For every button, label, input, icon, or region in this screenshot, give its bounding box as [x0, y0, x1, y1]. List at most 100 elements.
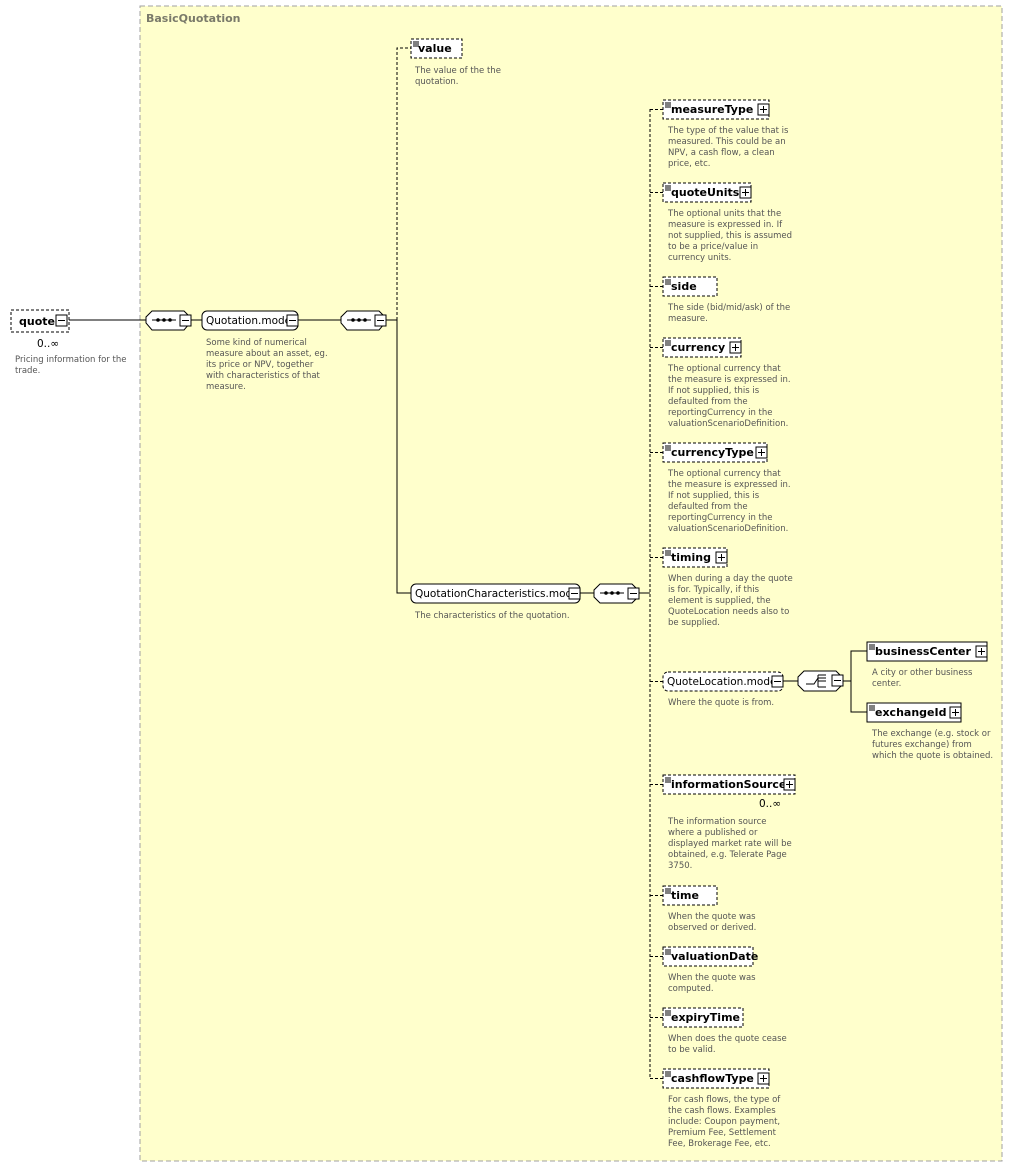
collapse-icon[interactable]	[55, 314, 68, 327]
child-doc-line: to be valid.	[668, 1045, 716, 1055]
child-doc-line: Premium Fee, Settlement	[668, 1128, 777, 1138]
value-element[interactable]: value	[410, 38, 463, 59]
child-doc-line: When the quote was	[668, 973, 756, 983]
characteristics-model[interactable]: QuotationCharacteristics.model	[410, 583, 582, 604]
collapse-icon[interactable]	[286, 314, 299, 327]
collapse-icon[interactable]	[831, 674, 844, 687]
location-child-doc-line: The exchange (e.g. stock or	[871, 729, 991, 739]
child-element-name: quoteUnits	[671, 186, 740, 199]
root-element-name: quote	[19, 315, 55, 328]
collapse-icon[interactable]	[771, 675, 784, 688]
child-doc-line: observed or derived.	[668, 923, 756, 933]
expand-icon[interactable]	[949, 706, 962, 719]
child-doc-line: If not supplied, this is	[668, 491, 760, 501]
collapse-icon[interactable]	[627, 587, 640, 600]
characteristics-model-name: QuotationCharacteristics.model	[415, 588, 582, 600]
quotation-model[interactable]: Quotation.model	[201, 310, 299, 331]
location-child-doc-line: A city or other business	[872, 668, 973, 678]
child-doc-line: computed.	[668, 984, 714, 994]
child-cardinality: 0..∞	[759, 798, 781, 810]
child-doc-line: The optional currency that	[667, 364, 781, 374]
child-doc-line: valuationScenarioDefinition.	[668, 524, 788, 534]
expand-icon[interactable]	[757, 103, 770, 116]
sequence-compositor-1[interactable]	[145, 310, 192, 331]
doc-icon	[665, 445, 671, 451]
child-doc-line: element is supplied, the	[668, 596, 771, 606]
characteristics-model-doc: The characteristics of the quotation.	[414, 611, 570, 621]
child-doc-line: 3750.	[668, 861, 692, 871]
doc-icon	[665, 1071, 671, 1077]
doc-icon	[665, 1010, 671, 1016]
location-child-doc-line: which the quote is obtained.	[872, 751, 993, 761]
expand-icon[interactable]	[975, 645, 988, 658]
quotation-model-doc-line: with characteristics of that	[206, 371, 321, 381]
doc-icon	[869, 644, 875, 650]
root-cardinality: 0..∞	[37, 338, 59, 350]
location-child-name: businessCenter	[875, 645, 971, 658]
quotation-model-name: Quotation.model	[206, 315, 294, 327]
child-element-name: currencyType	[671, 446, 754, 459]
child-doc-line: valuationScenarioDefinition.	[668, 419, 788, 429]
expand-icon[interactable]	[783, 778, 796, 791]
child-doc-line: NPV, a cash flow, a clean	[668, 148, 775, 158]
child-element-name: expiryTime	[671, 1011, 740, 1024]
doc-icon	[869, 705, 875, 711]
child-doc-line: is for. Typically, if this	[668, 585, 760, 595]
child-doc-line: QuoteLocation needs also to	[668, 607, 789, 617]
child-doc-line: measure is expressed in. If	[668, 220, 783, 230]
doc-icon	[413, 41, 419, 47]
expand-icon[interactable]	[739, 186, 752, 199]
child-element-name: valuationDate	[671, 950, 758, 963]
child-element-name: informationSource	[671, 778, 786, 791]
expand-icon[interactable]	[729, 341, 742, 354]
collapse-icon[interactable]	[568, 587, 581, 600]
child-doc-line: When the quote was	[668, 912, 756, 922]
root-element[interactable]: quote 0..∞	[10, 309, 70, 350]
child-doc-line: When during a day the quote	[668, 574, 793, 584]
quotation-model-doc-line: measure about an asset, eg.	[206, 349, 328, 359]
choice-compositor[interactable]	[797, 670, 844, 692]
child-doc-line: The optional currency that	[667, 469, 781, 479]
child-element-name: QuoteLocation.model	[667, 676, 779, 688]
child-element-name: measureType	[671, 103, 753, 116]
collapse-icon[interactable]	[179, 314, 192, 327]
sequence-compositor-3[interactable]	[593, 583, 640, 604]
child-doc-line: displayed market rate will be	[668, 839, 792, 849]
doc-icon	[665, 185, 671, 191]
child-doc-line: The type of the value that is	[667, 126, 789, 136]
value-doc-line: quotation.	[415, 77, 459, 87]
sequence-compositor-2[interactable]	[340, 310, 387, 331]
group-title: BasicQuotation	[146, 12, 240, 25]
doc-icon	[665, 949, 671, 955]
child-doc-line: the measure is expressed in.	[668, 375, 791, 385]
child-doc-line: be supplied.	[668, 618, 720, 628]
child-doc-line: price, etc.	[668, 159, 711, 169]
location-child-name: exchangeId	[875, 706, 946, 719]
expand-icon[interactable]	[757, 1072, 770, 1085]
child-doc-line: include: Coupon payment,	[668, 1117, 780, 1127]
child-branches	[650, 109, 663, 1079]
child-doc-line: measured. This could be an	[668, 137, 786, 147]
collapse-icon[interactable]	[374, 314, 387, 327]
expand-icon[interactable]	[715, 551, 728, 564]
doc-icon	[665, 550, 671, 556]
expand-icon[interactable]	[755, 446, 768, 459]
value-element-name: value	[418, 42, 452, 55]
child-element-name: timing	[671, 551, 711, 564]
